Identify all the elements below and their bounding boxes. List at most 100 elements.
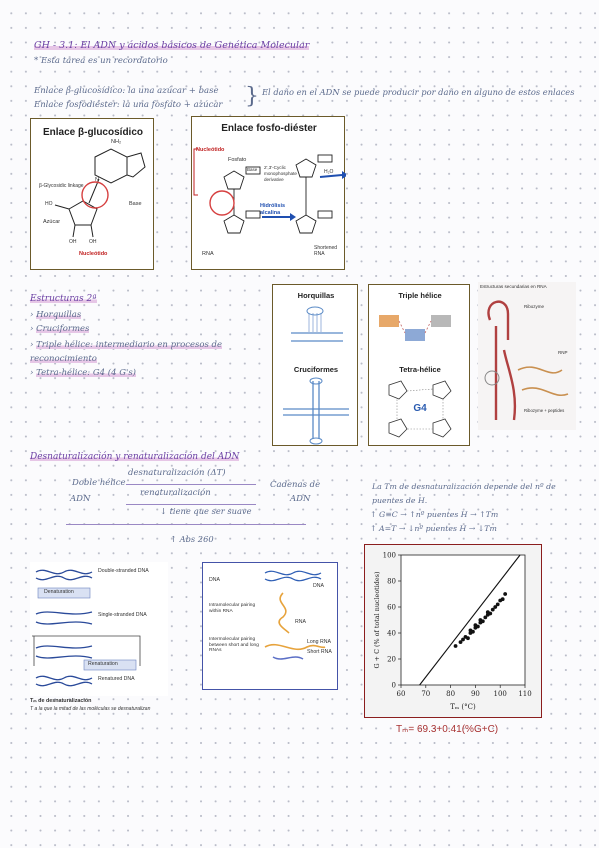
- ribose-ring: [68, 200, 98, 226]
- desnat-title: Desnaturalización y renaturalización del…: [30, 452, 240, 462]
- fit-line: [419, 554, 521, 686]
- tm-formula: Tₘ= 69.3+0.41(%G+C): [396, 724, 498, 735]
- ds-strand-b: [35, 575, 93, 581]
- highlight-circle: [81, 181, 109, 209]
- purine-ring-5: [126, 152, 146, 178]
- rna-peptide-2: [521, 387, 569, 397]
- g4-svg: [388, 380, 452, 438]
- estructuras-item-2-text: Cruciformes: [36, 324, 90, 334]
- pair-dna-a: [264, 570, 322, 576]
- label-nh2: NH₂: [111, 139, 122, 145]
- ribose-c5: [54, 204, 70, 210]
- rna-stem-loop-1: [487, 300, 510, 340]
- figure-glucosidic-bond: Enlace β-glucosídico NH₂ N β-Glycosidic …: [30, 118, 154, 270]
- label-renaturation: Renaturation: [88, 661, 118, 667]
- rna-strand-2: [502, 349, 517, 421]
- estructuras-item-1: › Horquillas: [30, 310, 82, 320]
- denat-caption-text: T a la que la mitad de las moléculas se …: [30, 706, 151, 712]
- label-ss-text: Single-stranded DNA: [98, 612, 147, 618]
- denaturation-svg: [32, 569, 141, 687]
- rna-structures-svg: [484, 300, 569, 421]
- rna-peptide-1: [517, 366, 563, 374]
- y-tick-label: 80: [387, 578, 396, 586]
- y-tick-label: 0: [392, 682, 396, 690]
- base-box-3: [317, 154, 333, 163]
- ss-strand-b: [35, 621, 93, 625]
- ribose-c2: [90, 224, 94, 238]
- tm-line3: ↑ G≡C → ↑nº puentes H → ↑Tm: [370, 510, 499, 519]
- right-adn: ADN: [290, 494, 311, 504]
- y-tick-label: 100: [383, 552, 396, 560]
- pair-label-rna: RNA: [295, 619, 306, 625]
- label-ribozyme: Ribozyme: [524, 304, 545, 309]
- data-point: [490, 607, 495, 612]
- g4-bond-1: [406, 388, 434, 392]
- hydrolysis-arrow-head: [290, 213, 296, 221]
- abs-line: [66, 524, 306, 525]
- reanneal-strand-b: [35, 655, 93, 659]
- label-ds-dna: Double-stranded DNA: [98, 568, 160, 574]
- renat-label: renaturalización: [140, 488, 211, 498]
- enlace-fosfodiester-line: Enlace fosfodiéster: la una fosfato + az…: [34, 100, 223, 110]
- y-tick-label: 20: [387, 656, 396, 664]
- pair-label-short: Short RNA: [307, 649, 332, 655]
- figure-rna-secondary: Estructuras secundarias en RNA Ribozyme …: [478, 282, 576, 430]
- data-point: [493, 605, 498, 609]
- desnat-label: desnaturalización (ΔT): [128, 468, 226, 478]
- pair-rna-intra: [278, 592, 290, 634]
- data-point: [503, 592, 508, 596]
- tm-line2: puentes de H.: [372, 496, 428, 505]
- left-doble-helice: Doble hélice: [72, 478, 126, 488]
- bracket-symbol: }: [245, 84, 259, 109]
- ribose-2: [223, 214, 245, 234]
- x-tick-label: 70: [421, 690, 430, 698]
- fig-glucosidic-title: Enlace β-glucosídico: [42, 127, 143, 138]
- fig-triple-title: Triple hélice: [398, 291, 442, 300]
- label-ho: HO: [45, 201, 53, 207]
- intro-note: * Esta tarea es un recordatorio: [34, 56, 168, 66]
- fig-tetra-title: Tetra-hélice: [399, 365, 441, 374]
- data-point: [475, 624, 480, 629]
- ss-strand-a: [35, 611, 93, 615]
- rna-fig-title: Estructuras secundarias en RNA: [480, 284, 547, 289]
- x-tick-label: 60: [397, 690, 406, 698]
- triple-base-3: [431, 315, 451, 327]
- pair-label-long: Long RNA: [307, 639, 331, 645]
- data-point: [461, 637, 465, 642]
- damage-note-text: El daño en el ADN se puede producir por …: [262, 87, 575, 97]
- data-point: [466, 636, 470, 641]
- base-box-1: [245, 166, 261, 175]
- figure-hairpins-cruciforms: Horquillas Cruciformes: [272, 284, 358, 446]
- x-axis-label: Tₘ (°C): [450, 703, 476, 711]
- pair-label-dna2: DNA: [313, 583, 324, 589]
- right-cadenas: Cadenas de: [270, 480, 321, 490]
- estructuras-item-2: › Cruciformes: [30, 324, 90, 334]
- triple-base-1: [379, 315, 399, 327]
- label-n: N: [95, 177, 99, 183]
- page-title: GH - 3.1: El ADN y ácidos básicos de Gen…: [34, 40, 310, 51]
- page-title-text: GH - 3.1: El ADN y ácidos básicos de Gen…: [34, 40, 310, 51]
- label-fosfato: Fosfato: [228, 157, 247, 163]
- data-point: [483, 615, 488, 620]
- cruciform-svg: [283, 377, 349, 445]
- pair-label-inter-text: Intermolecular pairing between short and…: [209, 637, 259, 654]
- triple-helix-svg: [379, 315, 451, 341]
- label-glycosidic-link: β-Glycosidic linkage: [39, 183, 84, 189]
- renat-note: ↓ tiene que ser suave: [160, 506, 252, 516]
- hbond-1: [398, 320, 406, 334]
- label-oh1: OH: [69, 239, 77, 245]
- ribose-c3: [72, 224, 76, 238]
- nucleotide-bracket: [193, 148, 198, 196]
- data-point: [488, 611, 493, 616]
- label-base-1: Base: [247, 167, 258, 172]
- label-h2o: H₂O: [324, 169, 334, 175]
- label-ds-text: Double-stranded DNA: [98, 568, 149, 574]
- hairpin-loop: [306, 306, 324, 316]
- estructuras-item-1-text: Horquillas: [36, 310, 82, 320]
- pair-label-intra-text: Intramolecular pairing within RNA: [209, 603, 256, 614]
- cruciform-loop-top: [309, 377, 323, 385]
- label-sugar: Azúcar: [43, 219, 61, 225]
- data-point: [495, 602, 500, 607]
